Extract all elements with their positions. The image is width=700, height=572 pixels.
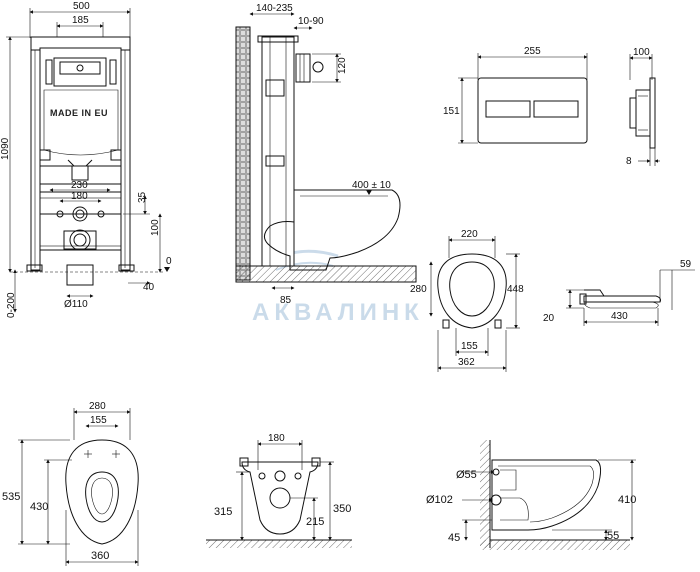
dim-seat-hinge-spacing: 155 xyxy=(461,341,478,352)
seat-side-view: 59 20 430 xyxy=(543,259,695,326)
dim-bowl-mount-height: 215 xyxy=(306,516,324,528)
made-in-label: MADE IN EU xyxy=(50,108,108,118)
dim-drain-diameter: Ø110 xyxy=(64,299,88,310)
dim-bowl-inlet-diameter: Ø55 xyxy=(456,469,477,481)
dim-seat-width: 362 xyxy=(458,357,475,368)
dim-plate-width: 255 xyxy=(524,46,541,57)
dim-seat-length: 448 xyxy=(507,284,524,295)
dim-bowl-mount-spacing: 180 xyxy=(268,433,285,444)
frame-front-view: 500 185 MADE IN EU xyxy=(0,1,172,318)
dim-seat-side-height: 59 xyxy=(680,259,692,270)
dim-bowl-hinge-spacing: 155 xyxy=(90,415,107,426)
dim-plate-thickness: 8 xyxy=(626,156,632,167)
dim-bowl-floor-clearance: 55 xyxy=(607,530,619,542)
dim-frame-width: 500 xyxy=(73,1,90,12)
dim-plate-height: 151 xyxy=(443,106,460,117)
dim-bowl-side-total-height: 410 xyxy=(618,494,636,506)
dim-drain-height: 35 xyxy=(137,191,148,203)
dim-bowl-width-top: 280 xyxy=(89,401,106,412)
dim-side-seat-height: 400 ± 10 xyxy=(352,180,391,191)
dim-pipe-spacing: 230 xyxy=(71,180,88,191)
dim-floor-offset: 0-200 xyxy=(6,292,17,318)
flush-plate-side: 100 8 xyxy=(626,47,660,167)
dim-frame-inner-width: 185 xyxy=(72,15,89,26)
seat-top-view: 220 280 448 155 362 xyxy=(410,229,524,372)
dim-frame-foot: 40 xyxy=(143,282,155,293)
dim-frame-height: 1090 xyxy=(0,137,11,160)
flush-plate-front: 255 151 xyxy=(443,46,588,144)
dim-bowl-inner-length: 430 xyxy=(30,501,48,513)
dim-drain-offset: 100 xyxy=(150,219,161,236)
bowl-top-view: 280 155 535 430 360 xyxy=(2,401,139,566)
dim-seat-thickness: 20 xyxy=(543,313,555,324)
dim-bowl-total-length: 535 xyxy=(2,491,20,503)
bowl-rear-view: 180 315 215 350 xyxy=(206,433,352,548)
watermark-text: АКВАЛИНК xyxy=(252,299,424,326)
dim-bowl-outlet-diameter: Ø102 xyxy=(426,494,453,506)
dim-side-bottom-offset: 85 xyxy=(280,295,292,306)
dim-bowl-outlet-height: 45 xyxy=(448,532,460,544)
dim-side-button-depth: 10-90 xyxy=(298,16,324,27)
side-section-view: 140-235 10-90 120 400 ± 10 85 xyxy=(235,3,417,306)
dim-bowl-rear-height: 315 xyxy=(214,506,232,518)
dim-seat-inner-length: 280 xyxy=(410,284,427,295)
dim-side-button-height: 120 xyxy=(337,57,348,74)
dim-bowl-width: 360 xyxy=(91,550,109,562)
dim-pipe-spacing-inner: 180 xyxy=(71,191,88,202)
dim-seat-width-top: 220 xyxy=(461,229,478,240)
dim-plate-depth: 100 xyxy=(633,47,650,58)
dim-seat-side-length: 430 xyxy=(611,311,628,322)
label-floor-zero: 0 xyxy=(166,256,172,267)
dim-side-depth-range: 140-235 xyxy=(256,3,293,14)
bowl-side-view: Ø55 Ø102 410 45 55 xyxy=(426,440,636,550)
dim-bowl-rear-total-height: 350 xyxy=(333,503,351,515)
